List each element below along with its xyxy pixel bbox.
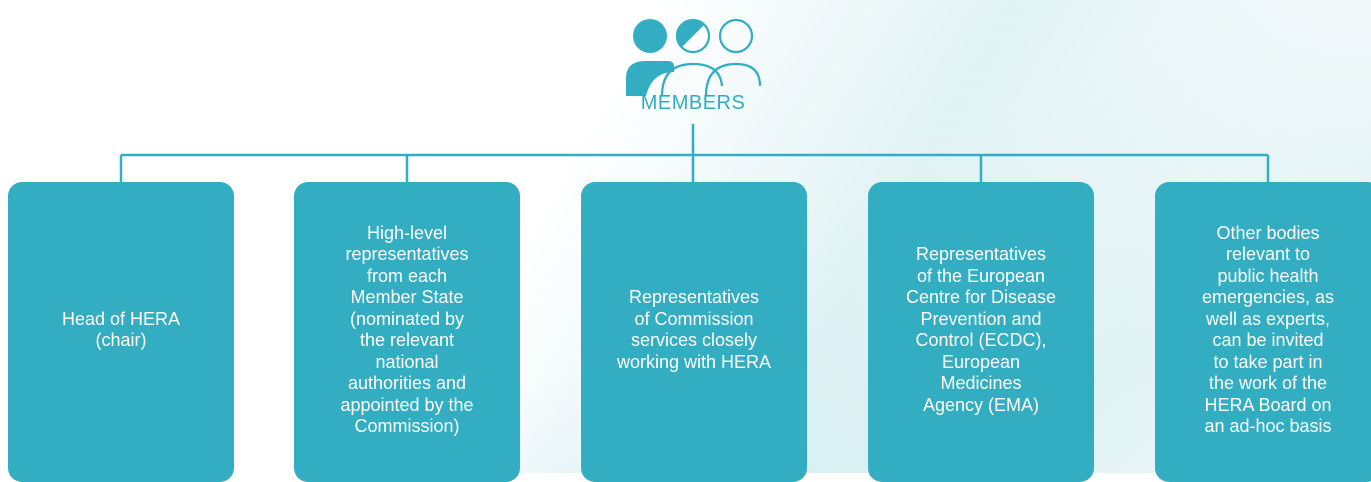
members-group-icon bbox=[626, 18, 762, 96]
member-text: High-level representatives from each Mem… bbox=[340, 222, 474, 437]
member-text: Head of HERA (chair) bbox=[61, 308, 181, 351]
member-box-head-of-hera: Head of HERA (chair) bbox=[8, 182, 234, 482]
members-title: MEMBERS bbox=[640, 92, 746, 114]
member-box-other-bodies: Other bodies relevant to public health e… bbox=[1155, 182, 1371, 482]
member-box-commission-services: Representatives of Commission services c… bbox=[581, 182, 807, 482]
member-text: Representatives of the European Centre f… bbox=[905, 244, 1057, 415]
member-box-ecdc-ema: Representatives of the European Centre f… bbox=[868, 182, 1094, 482]
member-text: Other bodies relevant to public health e… bbox=[1201, 222, 1335, 437]
member-box-member-states: High-level representatives from each Mem… bbox=[294, 182, 520, 482]
member-text: Representatives of Commission services c… bbox=[616, 287, 772, 372]
